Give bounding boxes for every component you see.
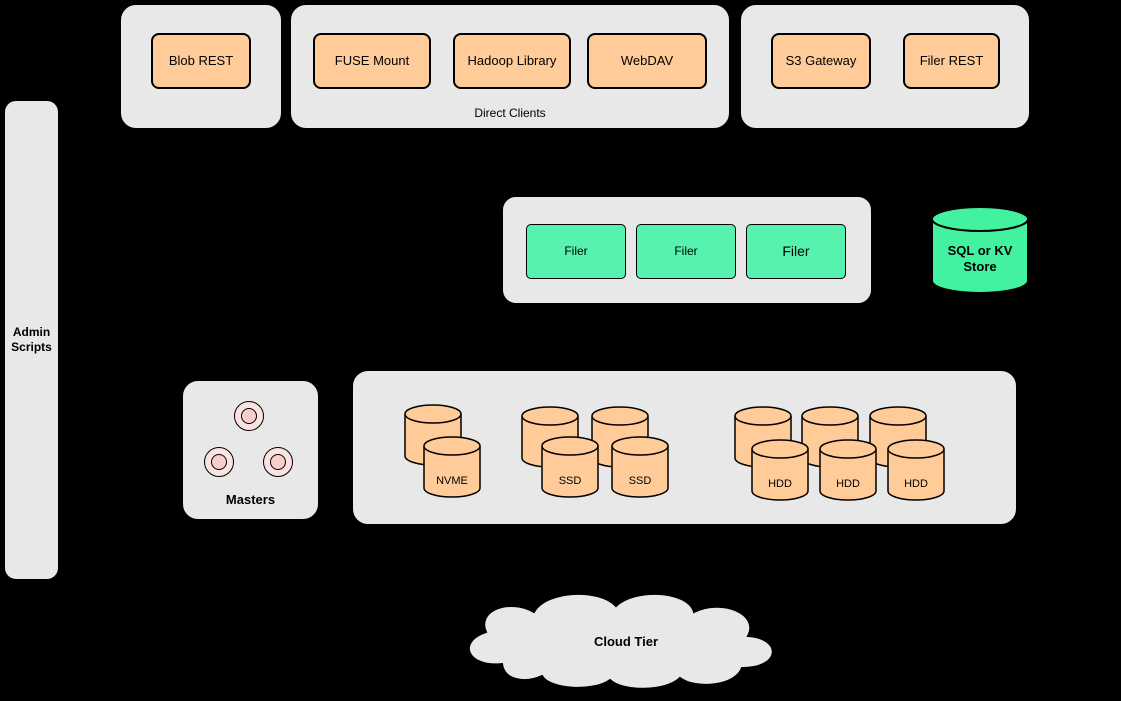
ssd-cylinder-1: SSD [541,436,599,498]
nvme-cylinder: NVME [423,436,481,498]
master-node-circle-3 [263,447,293,477]
webdav-node: WebDAV [587,33,707,89]
sql-kv-store-label: SQL or KV Store [947,242,1013,274]
cloud-tier-label: Cloud Tier [593,633,659,649]
admin-scripts-panel: Admin Scripts [4,100,59,580]
cloud-tier-shape: Cloud Tier [440,588,812,694]
s3-gateway-node: S3 Gateway [771,33,871,89]
hadoop-library-node: Hadoop Library [453,33,571,89]
master-node-circle-2 [204,447,234,477]
ssd-cylinder-2: SSD [611,436,669,498]
hdd-cylinder-1: HDD [751,439,809,501]
gateway-clients-group: S3 Gateway Filer REST [740,4,1030,129]
blob-client-group: Blob REST [120,4,282,129]
master-node-inner-circle [211,454,227,470]
hdd-cylinder-3: HDD [887,439,945,501]
admin-scripts-label: Admin Scripts [11,325,52,354]
direct-clients-caption: Direct Clients [474,106,546,120]
sql-kv-store-cylinder: SQL or KV Store [930,205,1030,297]
master-node-inner-circle [270,454,286,470]
hdd-label-2: HDD [836,478,860,490]
fuse-mount-node: FUSE Mount [313,33,431,89]
masters-label: Masters [225,492,276,507]
filer-node-1: Filer [526,224,626,279]
nvme-label: NVME [436,475,468,487]
direct-clients-group: FUSE Mount Hadoop Library WebDAV Direct … [290,4,730,129]
filer-node-2: Filer [636,224,736,279]
filer-group: Filer Filer Filer [502,196,872,304]
hdd-label-1: HDD [768,478,792,490]
ssd-label-2: SSD [629,475,652,487]
hdd-cylinder-2: HDD [819,439,877,501]
blob-rest-node: Blob REST [151,33,251,89]
filer-rest-node: Filer REST [903,33,1000,89]
master-node-inner-circle [241,408,257,424]
master-node-circle-1 [234,401,264,431]
hdd-label-3: HDD [904,478,928,490]
filer-node-3: Filer [746,224,846,279]
masters-group: Masters [182,380,319,520]
volume-servers-group: NVME SSD SSD [352,370,1017,525]
ssd-label-1: SSD [559,475,582,487]
cloud-icon [467,592,774,690]
database-cylinder-icon [931,206,1029,294]
